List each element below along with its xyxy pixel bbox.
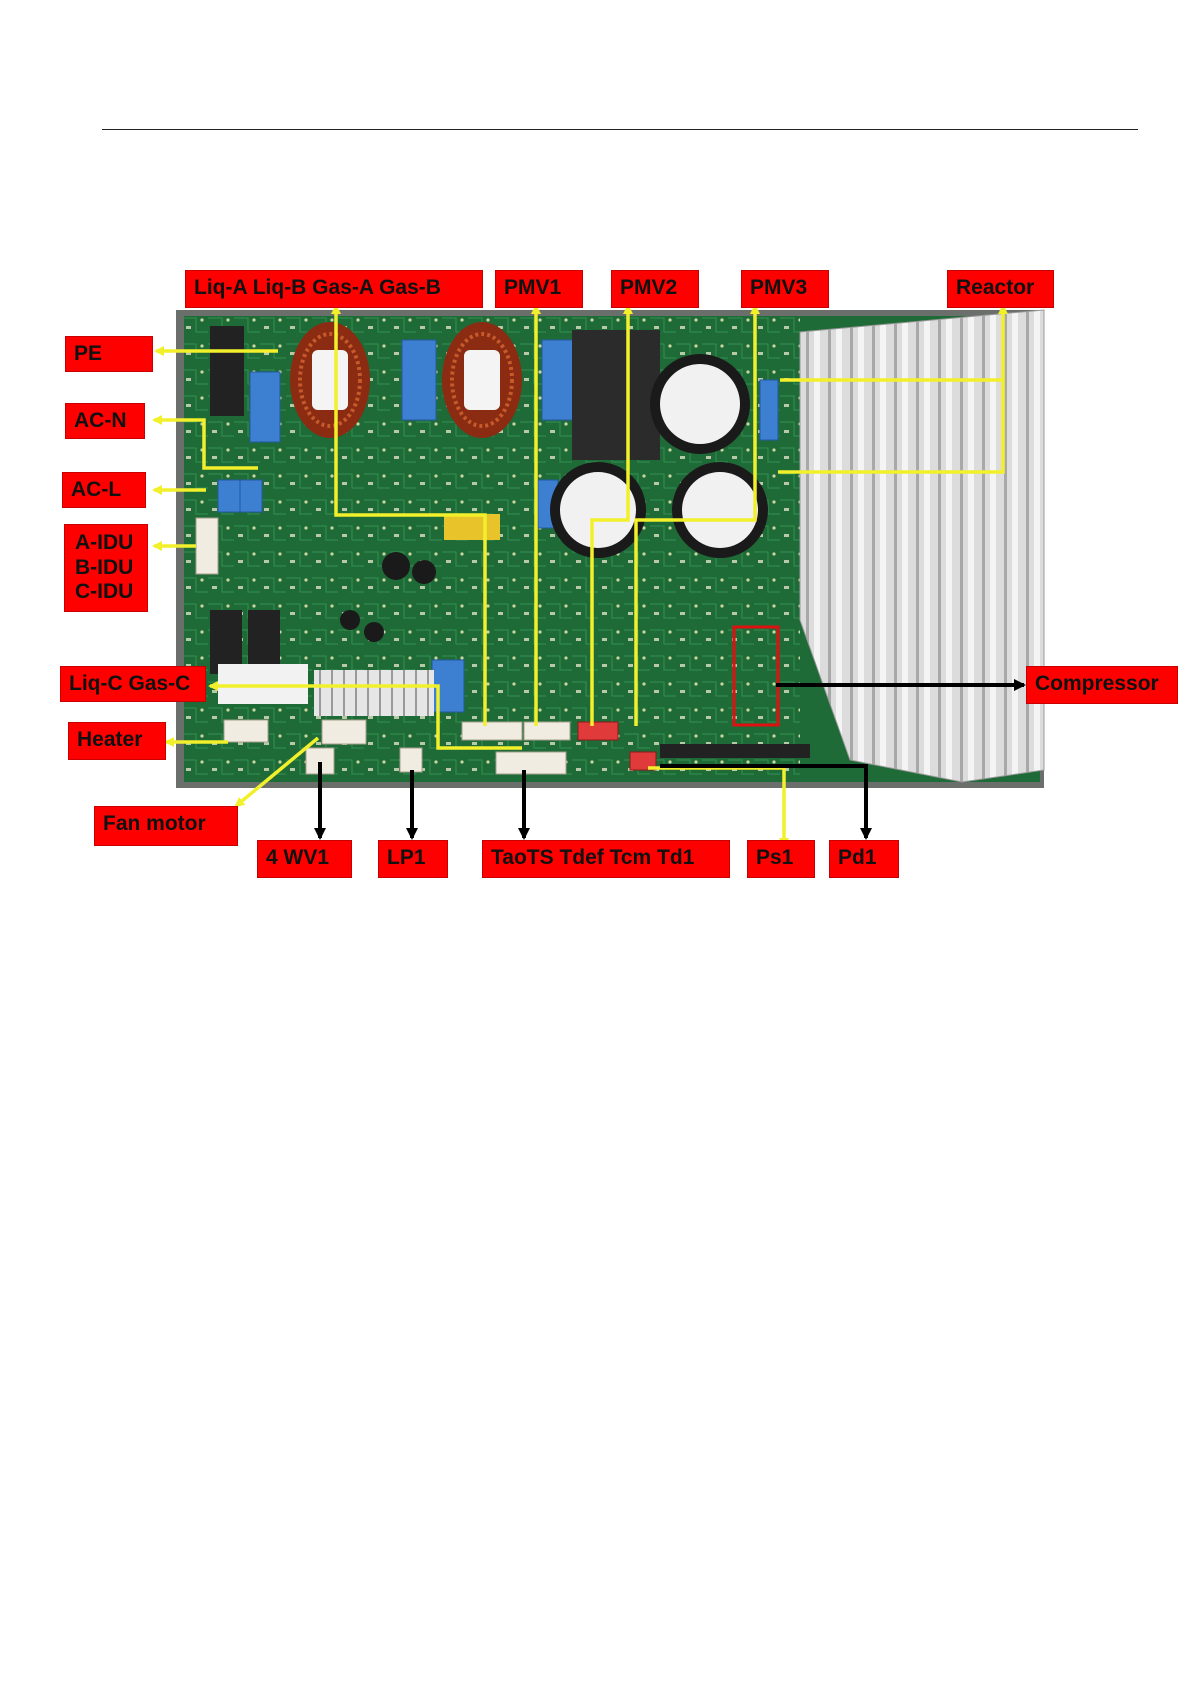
label-reactor: Reactor	[947, 270, 1054, 308]
label-pmv3: PMV3	[741, 270, 829, 308]
label-liq-gas-ab: Liq-A Liq-B Gas-A Gas-B	[185, 270, 483, 308]
label-lp1: LP1	[378, 840, 448, 878]
choke-1	[290, 322, 370, 438]
label-ac-l: AC-L	[62, 472, 146, 508]
choke-2	[442, 322, 522, 438]
label-ac-n: AC-N	[65, 403, 145, 439]
label-pd1: Pd1	[829, 840, 899, 878]
label-b-idu: B-IDU	[75, 556, 137, 581]
label-heater: Heater	[68, 722, 166, 760]
label-liq-gas-c: Liq-C Gas-C	[60, 666, 206, 702]
label-fan-motor: Fan motor	[94, 806, 238, 846]
label-a-idu: A-IDU	[75, 531, 137, 556]
label-pmv2: PMV2	[611, 270, 699, 308]
yellow-capacitor	[444, 514, 500, 540]
pcb-photo-diagram	[0, 0, 1191, 900]
label-ps1: Ps1	[747, 840, 815, 878]
label-c-idu: C-IDU	[75, 580, 137, 605]
label-idu: A-IDU B-IDU C-IDU	[64, 524, 148, 612]
label-pe: PE	[65, 336, 153, 372]
label-pmv1: PMV1	[495, 270, 583, 308]
label-compressor: Compressor	[1026, 666, 1178, 704]
label-sensors: TaoTS Tdef Tcm Td1	[482, 840, 730, 878]
relay	[572, 330, 660, 460]
label-4wv1: 4 WV1	[257, 840, 352, 878]
